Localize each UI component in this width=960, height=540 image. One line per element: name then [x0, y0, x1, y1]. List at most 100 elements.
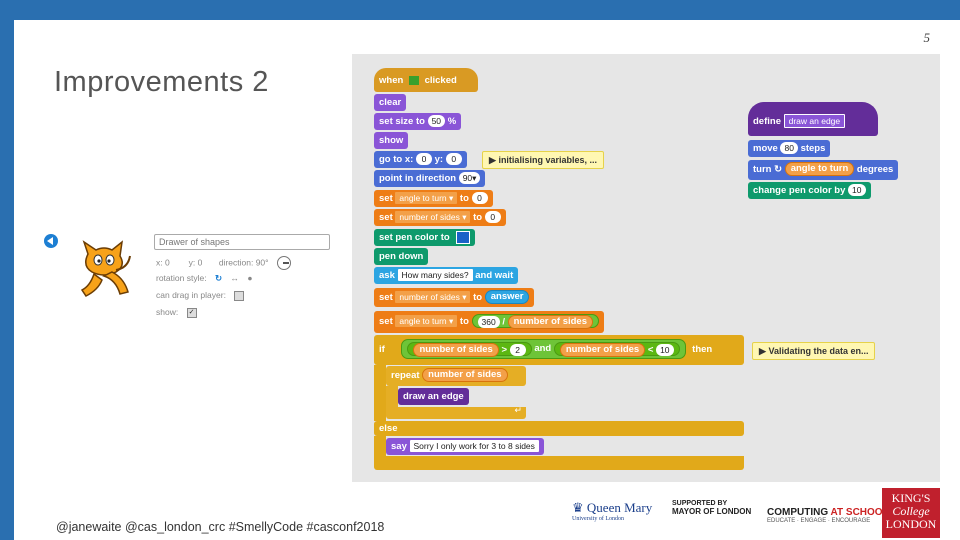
sides-reporter[interactable]: number of sides [413, 342, 499, 357]
and-operator[interactable]: number of sides > 2 and number of sides … [401, 339, 686, 360]
set-pen-color-block[interactable]: set pen color to [374, 229, 476, 246]
set-size-block[interactable]: set size to 50 % [374, 113, 462, 130]
lt-sign: < [647, 344, 654, 356]
ask-block[interactable]: ask How many sides? and wait [374, 267, 519, 284]
pen-down-block[interactable]: pen down [374, 248, 429, 265]
ask-question-input[interactable]: How many sides? [397, 269, 473, 282]
color-swatch[interactable] [456, 230, 471, 244]
set-sides-answer-block[interactable]: set number of sides ▾ to answer [374, 288, 535, 307]
point-direction-block[interactable]: point in direction 90▾ [374, 170, 486, 187]
set-angle-block[interactable]: set angle to turn ▾ to 0 [374, 190, 493, 207]
say-message-input[interactable]: Sorry I only work for 3 to 8 sides [409, 440, 539, 453]
when-label: when [379, 75, 404, 86]
no-rotate-icon[interactable]: ● [247, 273, 253, 283]
script-area[interactable]: when clicked clear set size to 50 % show… [352, 54, 940, 482]
draw-an-edge-block[interactable]: draw an edge [398, 388, 469, 405]
else-label: else [374, 421, 744, 436]
cas-at-school: AT SCHOOL [830, 507, 889, 518]
else-arm [374, 436, 386, 456]
comment-validating[interactable]: ▶ Validating the data en... [752, 342, 876, 360]
angle-reporter[interactable]: angle to turn [784, 162, 855, 177]
divide-operator[interactable]: 360 / number of sides [471, 314, 599, 330]
change-pen-color-block[interactable]: change pen color by 10 [748, 182, 871, 199]
set-angle-divide-block[interactable]: set angle to turn ▾ to 360 / number of s… [374, 311, 604, 333]
clear-block[interactable]: clear [374, 94, 407, 111]
kings-line3: LONDON [885, 517, 937, 531]
answer-reporter[interactable]: answer [484, 290, 530, 305]
gt-sign: > [501, 344, 508, 356]
x-input[interactable]: 0 [415, 153, 432, 166]
comment-arrow-icon: ▶ [759, 346, 766, 356]
rotation-style-row: rotation style: ↻ ↔ ● [156, 273, 252, 284]
when-flag-clicked-block[interactable]: when clicked [374, 68, 478, 92]
sides-variable-dropdown[interactable]: number of sides ▾ [395, 211, 471, 224]
repeat-block[interactable]: repeat number of sides [386, 366, 526, 386]
degrees-label: degrees [856, 164, 894, 175]
move-block[interactable]: move 80 steps [748, 140, 831, 157]
sides-reporter[interactable]: number of sides [559, 342, 646, 357]
sprite-coords: x: 0 y: 0 direction: 90° [156, 256, 291, 270]
computing-at-school-logo: COMPUTING AT SCHOOL EDUCATE · ENGAGE · E… [767, 507, 889, 524]
if-then-block[interactable]: if number of sides > 2 and number of sid… [374, 335, 744, 365]
angle-variable-dropdown[interactable]: angle to turn ▾ [395, 192, 458, 205]
move-label: move [753, 143, 778, 154]
green-flag-icon [408, 75, 419, 85]
if-arm [374, 365, 386, 421]
repeat-bottom: ↵ [386, 405, 526, 419]
set-label: set [379, 316, 393, 327]
angle-value-input[interactable]: 0 [471, 192, 488, 205]
ask-label: ask [379, 270, 395, 281]
rotate-all-icon[interactable]: ↻ [214, 273, 223, 283]
comment-arrow-icon: ▶ [489, 155, 496, 165]
change-pen-label: change pen color by [753, 185, 846, 196]
show-label: show: [156, 307, 179, 317]
comment-initialising[interactable]: ▶ initialising variables, ... [482, 151, 604, 169]
kings-line1: KING'S [891, 491, 931, 505]
say-label: say [391, 441, 407, 452]
angle-variable-dropdown[interactable]: angle to turn ▾ [395, 315, 458, 328]
turn-label: turn [753, 164, 772, 175]
sides-variable-dropdown[interactable]: number of sides ▾ [395, 291, 471, 304]
less-than-operator[interactable]: number of sides < 10 [553, 341, 680, 357]
left-right-icon[interactable]: ↔ [230, 273, 239, 283]
size-input[interactable]: 50 [427, 115, 446, 128]
back-arrow-icon[interactable] [44, 234, 58, 248]
gt-value-input[interactable]: 2 [509, 343, 526, 356]
to-label: to [459, 316, 469, 327]
direction-dial-icon[interactable] [276, 256, 291, 270]
lt-value-input[interactable]: 10 [656, 343, 674, 356]
move-steps-input[interactable]: 80 [780, 142, 798, 155]
to-label: to [459, 193, 469, 204]
sides-value-input[interactable]: 0 [484, 211, 501, 224]
then-label: then [692, 344, 713, 355]
kings-line2: College [892, 504, 930, 518]
show-block[interactable]: show [374, 132, 409, 149]
y-input[interactable]: 0 [445, 153, 462, 166]
sprite-name-input[interactable]: Drawer of shapes [154, 234, 330, 250]
steps-label: steps [800, 143, 826, 154]
change-value-input[interactable]: 10 [848, 184, 866, 197]
repeat-label: repeat [391, 370, 420, 381]
if-label: if [379, 344, 385, 355]
mayor-supported-by: SUPPORTED BY [672, 500, 728, 507]
show-checkbox[interactable]: ✓ [186, 307, 197, 318]
turn-block[interactable]: turn ↻ angle to turn degrees [748, 160, 899, 180]
set-sides-block[interactable]: set number of sides ▾ to 0 [374, 209, 506, 226]
define-block[interactable]: define draw an edge [748, 102, 878, 136]
sides-reporter[interactable]: number of sides [422, 368, 508, 383]
define-name[interactable]: draw an edge [783, 114, 846, 129]
and-label: and [534, 343, 552, 355]
go-to-block[interactable]: go to x: 0 y: 0 [374, 151, 467, 168]
drag-checkbox[interactable] [234, 290, 245, 301]
repeat-arm [386, 386, 398, 408]
greater-than-operator[interactable]: number of sides > 2 [407, 341, 532, 357]
mayor-name: MAYOR OF LONDON [672, 507, 752, 516]
mayor-of-london-logo: SUPPORTED BY MAYOR OF LONDON [672, 500, 751, 516]
set-label: set [379, 193, 393, 204]
qm-subtitle: University of London [572, 516, 624, 522]
drag-label: can drag in player: [156, 290, 226, 300]
say-block[interactable]: say Sorry I only work for 3 to 8 sides [386, 438, 544, 455]
dividend-input[interactable]: 360 [477, 316, 500, 329]
sides-reporter[interactable]: number of sides [507, 315, 593, 330]
direction-dropdown[interactable]: 90▾ [458, 172, 481, 185]
